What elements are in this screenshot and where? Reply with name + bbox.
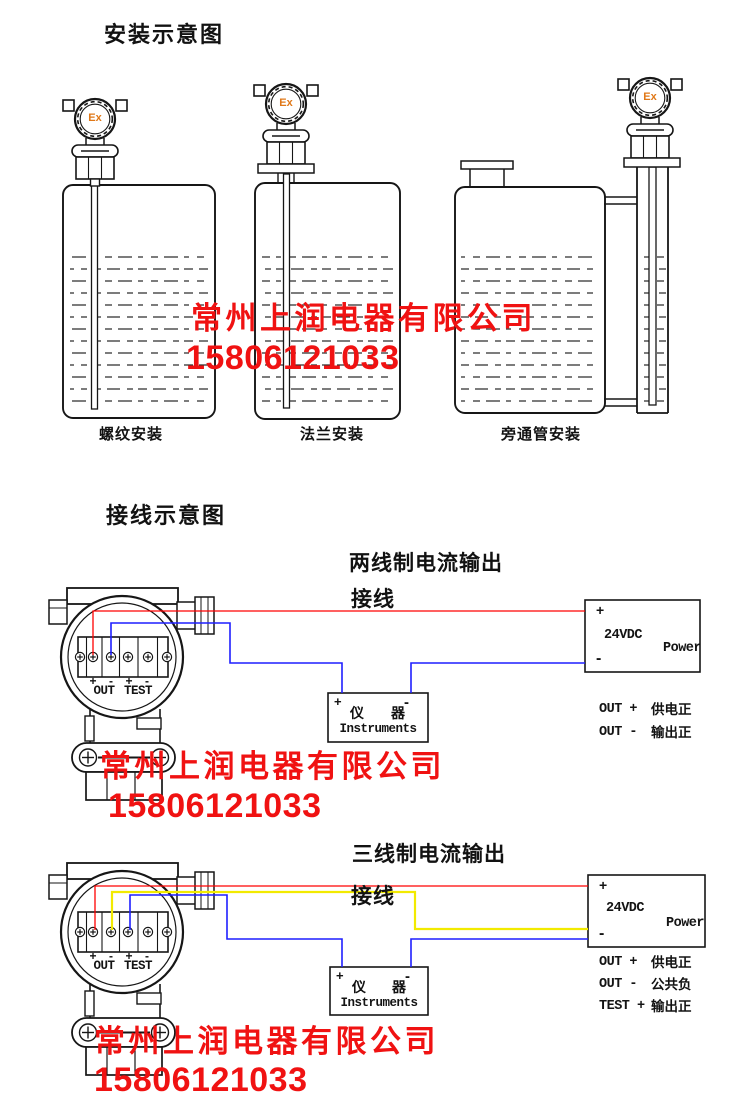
power-label-2w: Power [663,641,702,656]
install-drawings [61,76,684,420]
legend-3w-desc-0: 供电正 [651,955,692,970]
tank-bypass [454,76,684,414]
wire-blue-3w-a [129,894,343,967]
tank-flange [252,82,401,420]
instrument-minus-2w: - [404,694,409,711]
power-minus-2w: - [596,650,602,667]
power-plus-3w: + [599,877,608,893]
instrument-cn1-2w: 仪 [350,705,364,721]
legend-3w-terminal-0: OUT + [599,955,638,970]
ex-badge-3: Ex [643,91,657,103]
terminal-test-label: TEST [123,684,153,698]
watermark-company-3: 常州上润电器有限公司 [94,1024,439,1059]
ex-badge-2: Ex [279,97,293,109]
wire-red-3w [94,885,588,930]
install-title: 安装示意图 [104,22,225,47]
terminal-out-label: OUT [93,684,115,698]
legend-3w-desc-2: 输出正 [651,999,692,1014]
watermark-company-1: 常州上润电器有限公司 [191,301,536,336]
watermark-phone-1: 15806121033 [186,339,400,377]
power-minus-3w: - [599,925,605,942]
watermark-phone-2: 15806121033 [108,787,322,825]
terminal-plus-2-3w: + [125,949,133,963]
legend-2w-terminal-1: OUT - [599,725,638,740]
legend-2w-desc-1: 输出正 [651,725,692,740]
terminal-plus-1-3w: + [89,949,97,963]
label-threaded: 螺纹安装 [98,426,164,443]
watermark-phone-3: 15806121033 [94,1061,308,1099]
terminal-plus-2: + [125,674,133,688]
legend-3w-desc-1: 公共负 [651,977,692,992]
power-plus-2w: + [596,602,605,618]
two-wire-subtitle-1: 两线制电流输出 [349,552,503,575]
terminal-plus-1: + [89,674,97,688]
instrument-en-3w: Instruments [340,996,418,1010]
wire-blue-2w-b [410,662,585,693]
wiring-title: 接线示意图 [106,503,227,528]
wire-blue-2w-a [110,622,343,693]
label-flange: 法兰安装 [299,426,365,443]
three-wire-subtitle-2: 接线 [351,885,395,908]
tank-threaded [61,97,216,419]
ex-badge-1: Ex [88,112,102,124]
instrument-cn2-2w: 器 [391,705,405,721]
legend-3w-terminal-1: OUT - [599,977,638,992]
terminal-minus-2-3w: - [145,949,149,963]
legend-2w-desc-0: 供电正 [651,702,692,717]
wire-red-2w [92,610,585,655]
wire-yellow-3w [110,890,588,931]
two-wire-subtitle-2: 接线 [351,588,395,611]
power-voltage-3w: 24VDC [606,901,645,916]
three-wire-subtitle-1: 三线制电流输出 [352,843,506,866]
instrument-minus-3w: - [405,968,410,985]
instrument-cn1-3w: 仪 [352,979,366,995]
terminal-test-label-3w: TEST [123,959,153,973]
power-label-3w: Power [666,916,705,931]
terminal-out-label-3w: OUT [93,959,115,973]
instrument-plus-3w: + [336,968,344,983]
watermark-company-2: 常州上润电器有限公司 [100,749,445,784]
three-wire-drawing [49,863,706,1075]
power-voltage-2w: 24VDC [604,628,643,643]
wire-blue-3w-b [410,938,588,967]
legend-2w-terminal-0: OUT + [599,702,638,717]
instrument-en-2w: Instruments [339,722,417,736]
terminal-minus-1: - [109,674,113,688]
instrument-plus-2w: + [334,694,342,709]
label-bypass: 旁通管安装 [500,426,582,443]
terminal-minus-2: - [145,674,149,688]
instrument-cn2-3w: 器 [392,979,406,995]
terminal-minus-1-3w: - [109,949,113,963]
two-wire-drawing [49,588,701,800]
legend-3w-terminal-2: TEST + [599,999,645,1014]
